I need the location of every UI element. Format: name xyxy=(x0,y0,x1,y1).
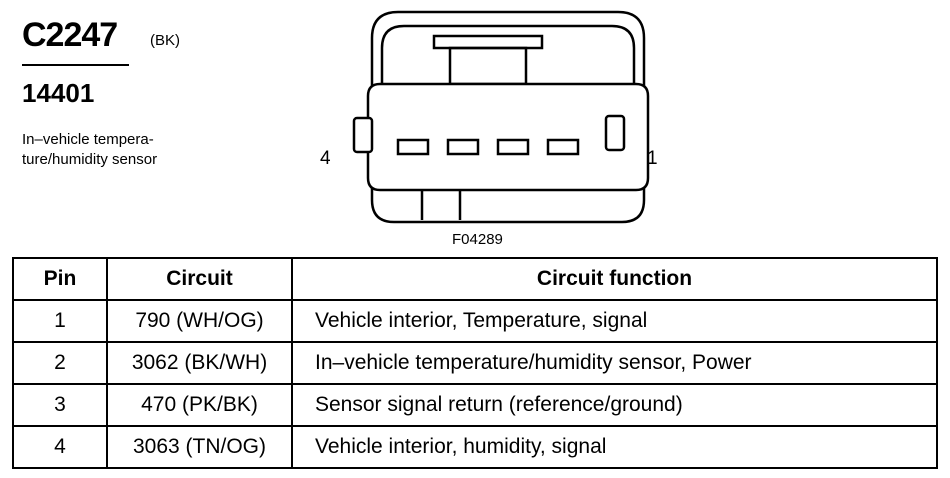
cell-function: Vehicle interior, humidity, signal xyxy=(291,425,938,469)
connector-color: (BK) xyxy=(150,32,180,49)
pin-cavity-2 xyxy=(496,138,530,156)
cell-pin: 3 xyxy=(12,383,108,427)
pin-label-left: 4 xyxy=(320,148,331,169)
cell-pin: 4 xyxy=(12,425,108,469)
table-header-row: Pin Circuit Circuit function xyxy=(12,257,938,301)
terminal-body xyxy=(366,82,650,192)
table-row: 4 3063 (TN/OG) Vehicle interior, humidit… xyxy=(12,425,938,469)
pin-cavity-1 xyxy=(546,138,580,156)
connector-face-diagram: 4 1 F04289 xyxy=(320,10,658,248)
pin-table: Pin Circuit Circuit function 1 790 (WH/O… xyxy=(12,257,938,469)
cell-pin: 2 xyxy=(12,341,108,385)
table-row: 1 790 (WH/OG) Vehicle interior, Temperat… xyxy=(12,299,938,343)
figure-id: F04289 xyxy=(452,231,503,248)
locking-tab-top xyxy=(432,34,544,50)
cell-circuit: 790 (WH/OG) xyxy=(106,299,293,343)
header-pin: Pin xyxy=(12,257,108,301)
part-number: 14401 xyxy=(22,78,95,108)
header-circuit-function: Circuit function xyxy=(291,257,938,301)
cell-pin: 1 xyxy=(12,299,108,343)
side-key-left xyxy=(352,116,374,154)
table-row: 3 470 (PK/BK) Sensor signal return (refe… xyxy=(12,383,938,427)
locking-tab-stem xyxy=(448,46,528,86)
connector-id: C2247 xyxy=(22,16,118,54)
cell-circuit: 470 (PK/BK) xyxy=(106,383,293,427)
cell-function: Vehicle interior, Temperature, signal xyxy=(291,299,938,343)
header-circuit: Circuit xyxy=(106,257,293,301)
pin-cavity-4 xyxy=(396,138,430,156)
pin-label-right: 1 xyxy=(647,148,658,169)
side-key-right xyxy=(604,114,626,152)
connector-outer-shell xyxy=(370,10,646,224)
component-description: In–vehicle tempera- ture/humidity sensor xyxy=(22,130,212,170)
connector-id-underline xyxy=(22,64,129,66)
pin-cavity-3 xyxy=(446,138,480,156)
cell-circuit: 3062 (BK/WH) xyxy=(106,341,293,385)
description-line-2: ture/humidity sensor xyxy=(22,151,158,168)
connector-latch-frame xyxy=(380,24,636,88)
cell-function: In–vehicle temperature/humidity sensor, … xyxy=(291,341,938,385)
cell-circuit: 3063 (TN/OG) xyxy=(106,425,293,469)
table-row: 2 3062 (BK/WH) In–vehicle temperature/hu… xyxy=(12,341,938,385)
cell-function: Sensor signal return (reference/ground) xyxy=(291,383,938,427)
description-line-1: In–vehicle tempera- xyxy=(22,131,154,148)
